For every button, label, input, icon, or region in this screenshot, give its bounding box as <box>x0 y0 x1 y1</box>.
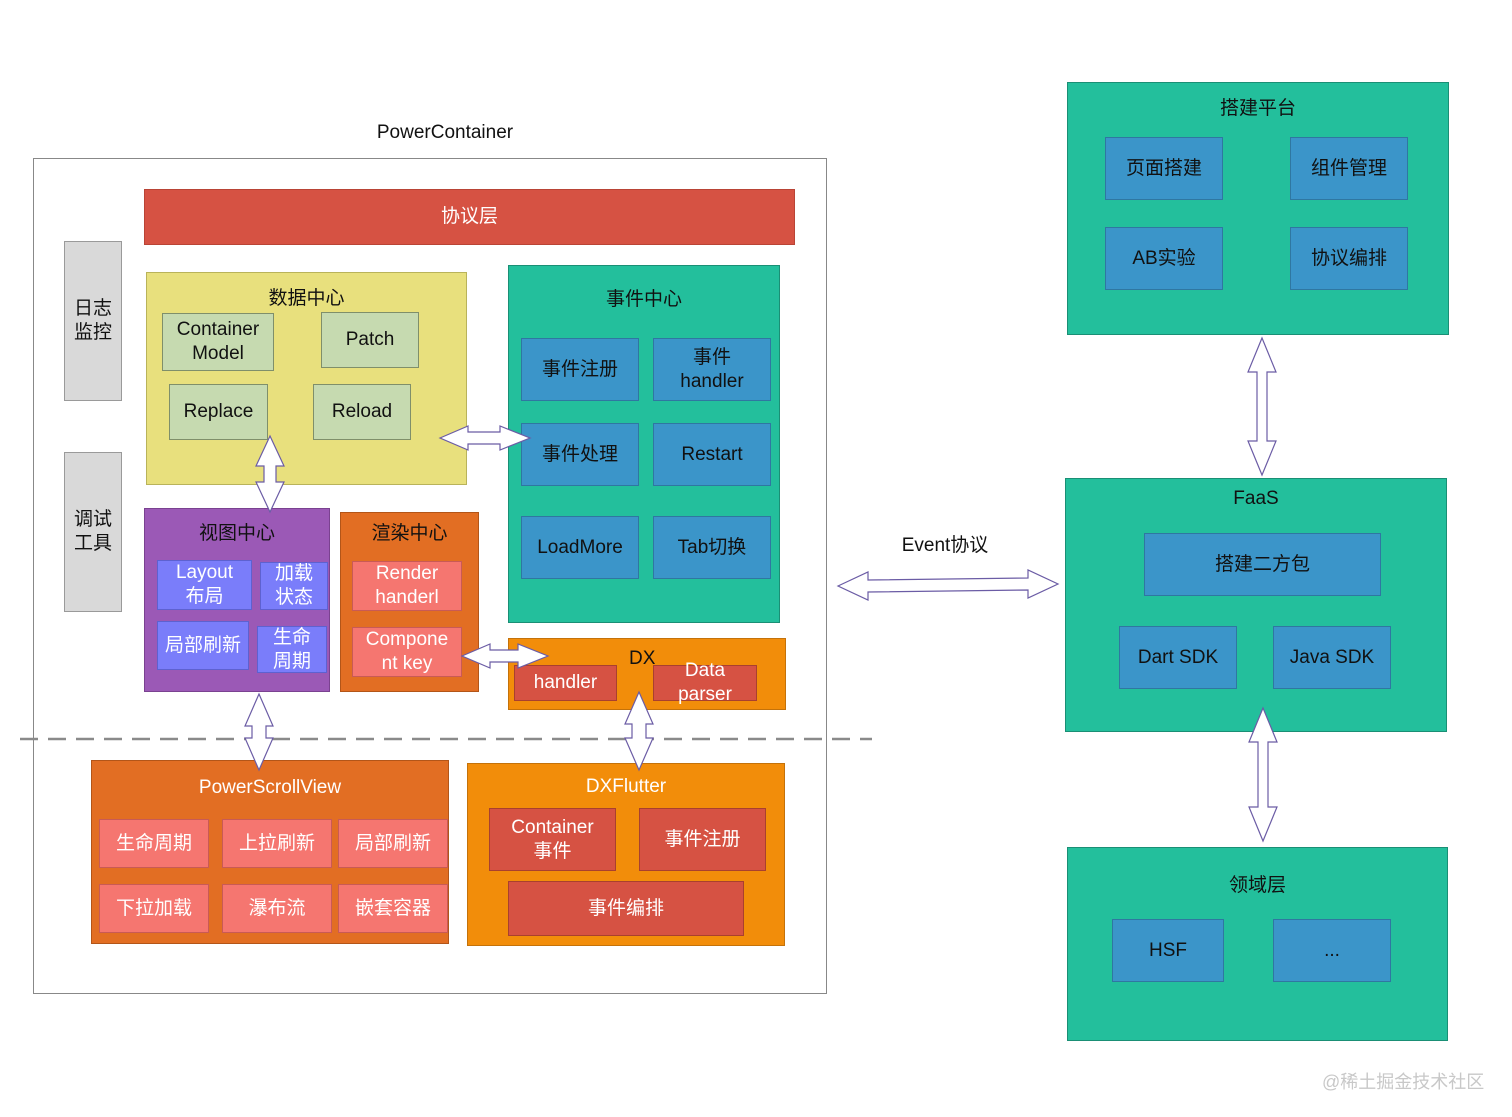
domain-item-hsf: HSF <box>1112 919 1224 982</box>
log-monitor-box: 日志 监控 <box>64 241 122 401</box>
faas-item-java-sdk: Java SDK <box>1273 626 1391 689</box>
faas-item-build-package: 搭建二方包 <box>1144 533 1381 596</box>
scroll-item-partial-refresh: 局部刷新 <box>338 819 448 868</box>
faas: FaaS <box>1065 478 1447 732</box>
build-platform: 搭建平台 <box>1067 82 1449 335</box>
faas-item-dart-sdk: Dart SDK <box>1119 626 1237 689</box>
dx-flutter-title: DXFlutter <box>585 776 667 797</box>
build-platform-title: 搭建平台 <box>1219 98 1296 119</box>
data-item-replace: Replace <box>169 384 268 440</box>
view-item-partial-refresh: 局部刷新 <box>157 621 249 670</box>
double-arrow-event-protocol <box>836 569 1060 601</box>
dxflutter-item-container-event: Container 事件 <box>489 808 616 871</box>
event-item-process: 事件处理 <box>521 423 639 486</box>
data-item-reload: Reload <box>313 384 411 440</box>
event-item-restart: Restart <box>653 423 771 486</box>
event-item-loadmore: LoadMore <box>521 516 639 579</box>
dx-item-handler: handler <box>514 665 617 701</box>
render-center-title: 渲染中心 <box>371 523 448 544</box>
build-item-ab-test: AB实验 <box>1105 227 1223 290</box>
data-item-patch: Patch <box>321 312 419 368</box>
event-item-register: 事件注册 <box>521 338 639 401</box>
scroll-item-nested-container: 嵌套容器 <box>338 884 448 933</box>
scroll-item-lifecycle: 生命周期 <box>99 819 209 868</box>
power-scroll-view-title: PowerScrollView <box>198 777 342 798</box>
event-protocol-label: Event协议 <box>901 535 989 556</box>
render-item-render-handler: Render handerl <box>352 561 462 611</box>
event-center-title: 事件中心 <box>605 289 682 310</box>
scroll-item-waterfall: 瀑布流 <box>222 884 332 933</box>
build-item-component-manage: 组件管理 <box>1290 137 1408 200</box>
view-item-lifecycle: 生命 周期 <box>257 626 327 673</box>
domain-layer-title: 领域层 <box>1228 875 1286 896</box>
build-item-protocol-orchestration: 协议编排 <box>1290 227 1408 290</box>
data-center: 数据中心 <box>146 272 467 485</box>
debug-tools-box: 调试 工具 <box>64 452 122 612</box>
build-item-page-build: 页面搭建 <box>1105 137 1223 200</box>
watermark: @稀土掘金技术社区 <box>1322 1072 1485 1092</box>
scroll-item-pull-down-load: 下拉加载 <box>99 884 209 933</box>
event-item-handler: 事件 handler <box>653 338 771 401</box>
dx-title: DX <box>629 648 656 669</box>
data-center-title: 数据中心 <box>268 288 345 309</box>
event-item-tab-switch: Tab切换 <box>653 516 771 579</box>
view-item-layout: Layout 布局 <box>157 560 252 610</box>
view-center-title: 视图中心 <box>198 523 275 544</box>
power-container <box>33 158 827 994</box>
scroll-item-pull-up-refresh: 上拉刷新 <box>222 819 332 868</box>
double-arrow-platform-faas <box>1247 336 1277 477</box>
dxflutter-item-event-register: 事件注册 <box>639 808 766 871</box>
dxflutter-item-event-orchestration: 事件编排 <box>508 881 744 936</box>
render-item-component-key: Compone nt key <box>352 627 462 677</box>
view-item-load-state: 加载 状态 <box>260 562 328 610</box>
power-container-title: PowerContainer <box>376 122 514 143</box>
faas-title: FaaS <box>1233 488 1279 509</box>
data-item-container-model: Container Model <box>162 313 274 371</box>
domain-item-more: ... <box>1273 919 1391 982</box>
dx-item-data-parser: Data parser <box>653 660 757 705</box>
protocol-layer: 协议层 <box>144 189 795 245</box>
